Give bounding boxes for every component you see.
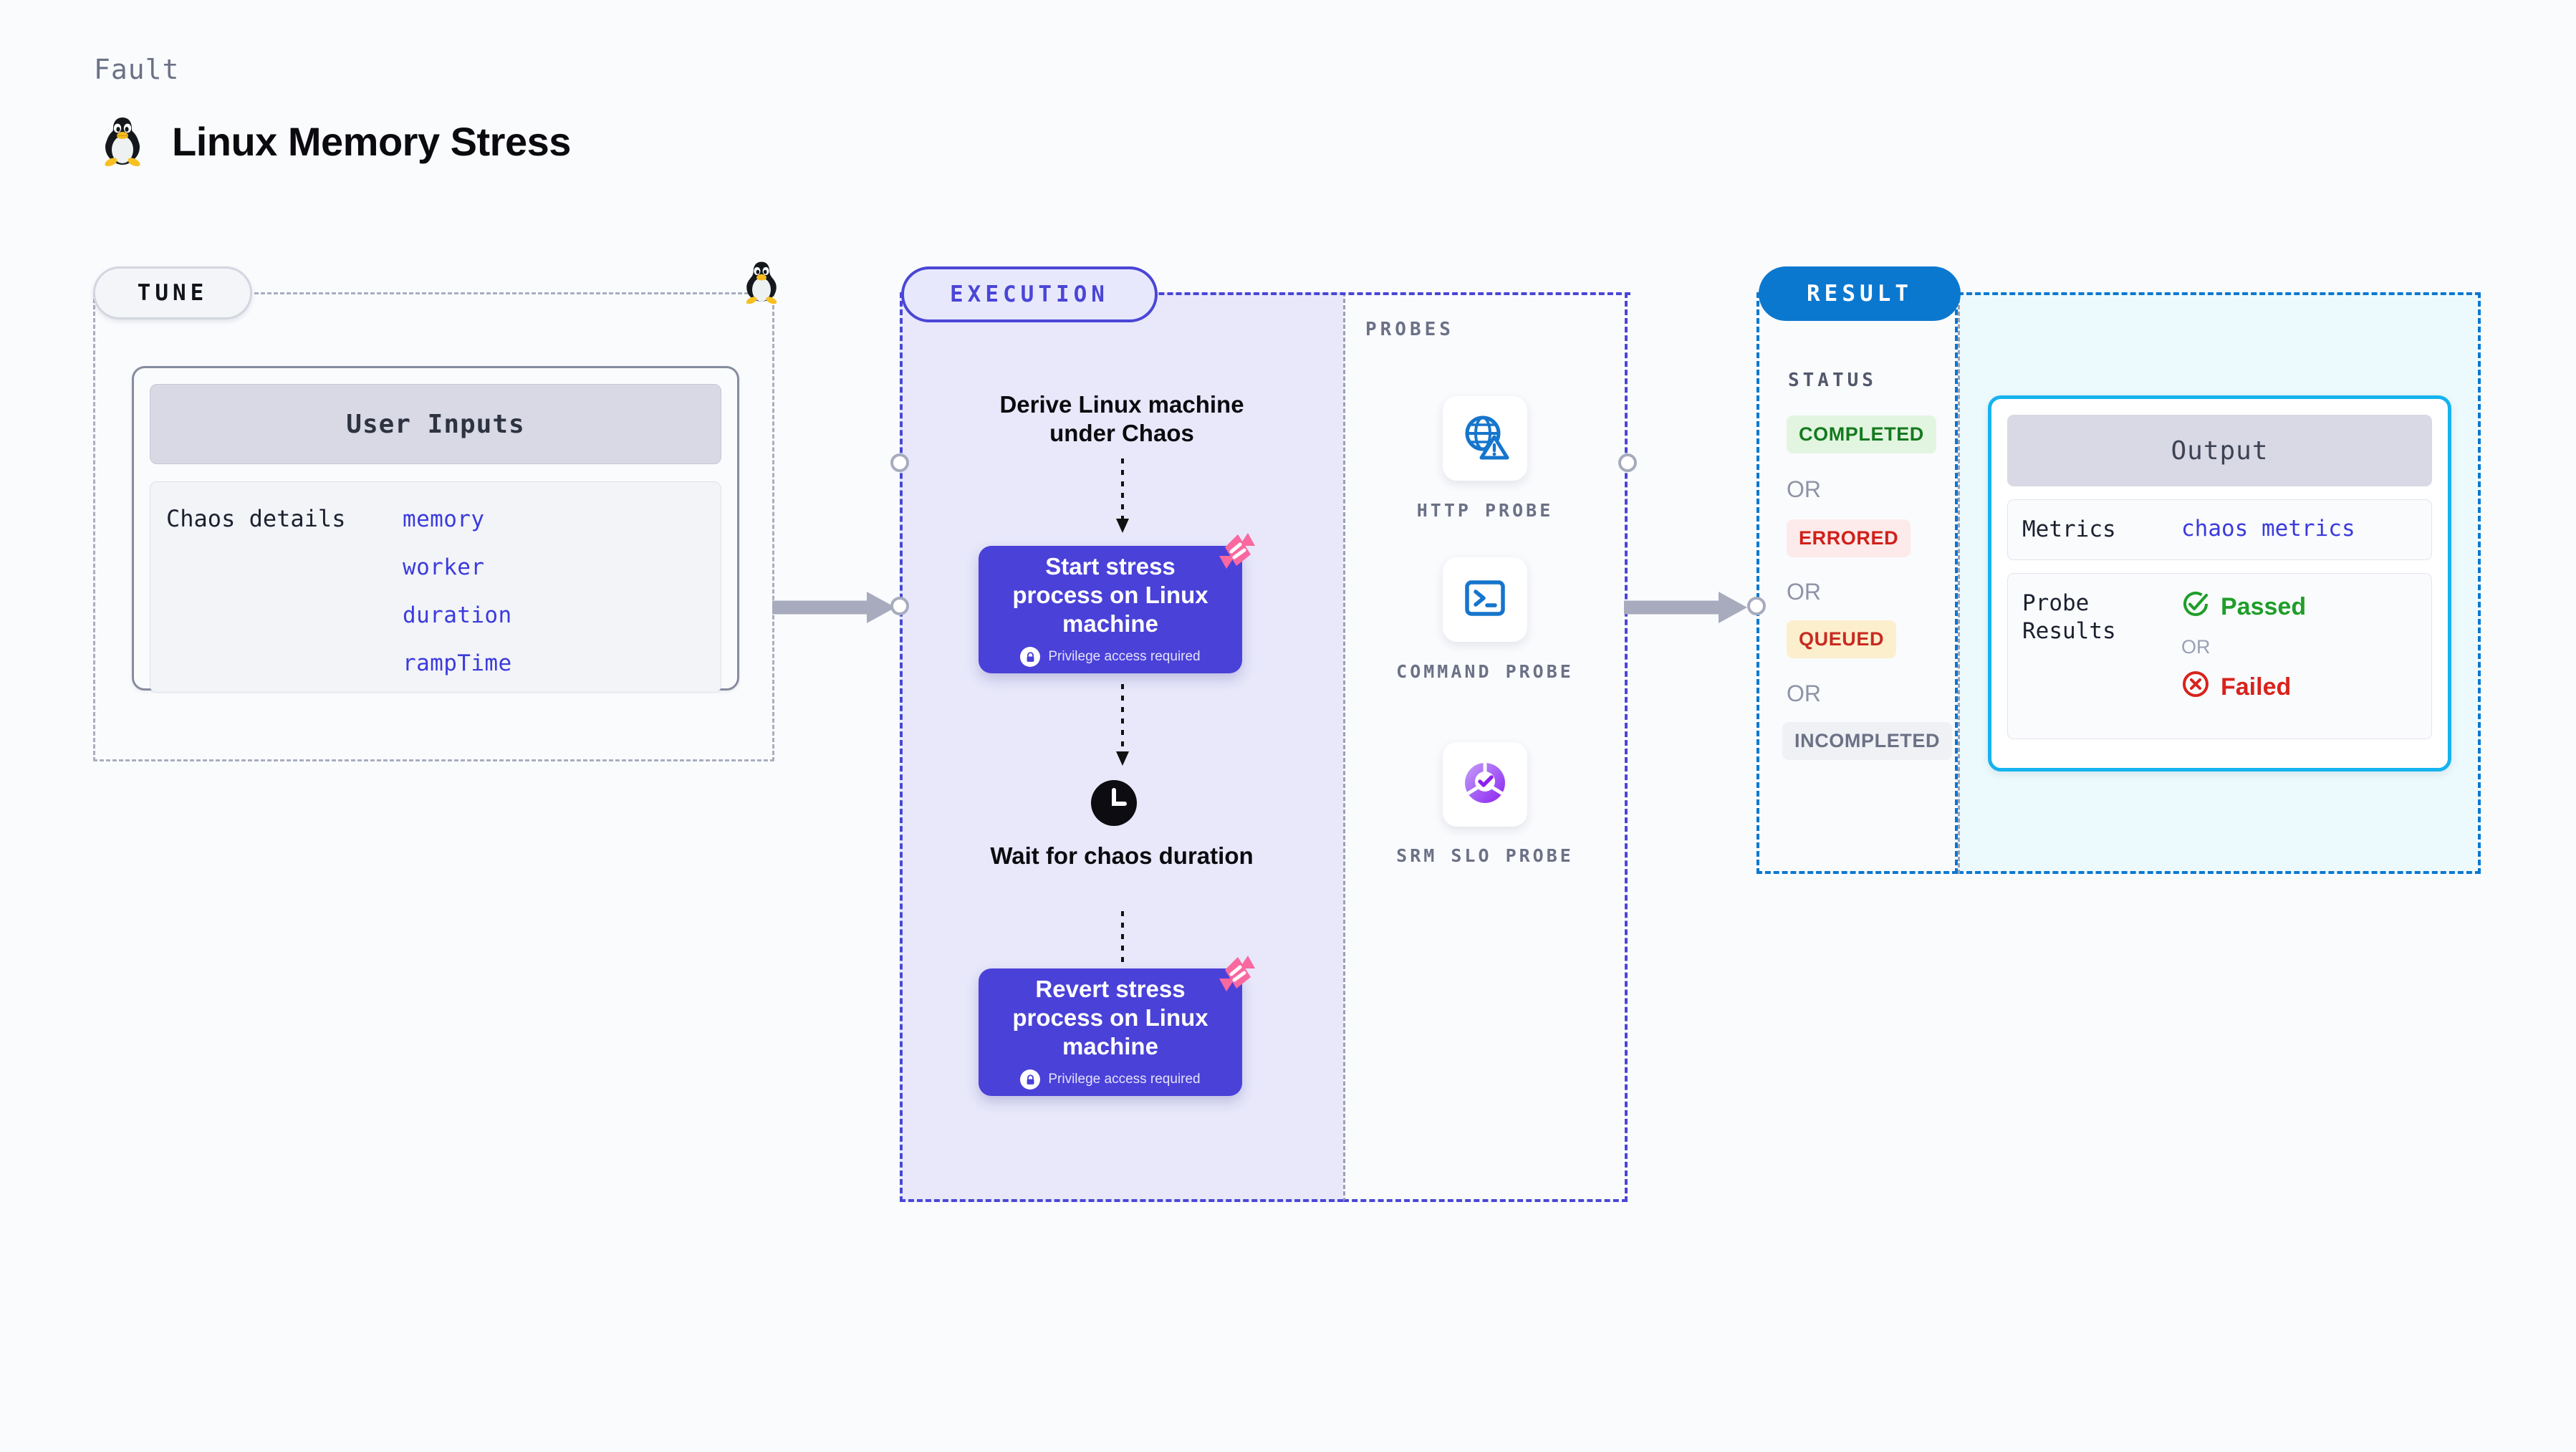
connector-execution-to-result — [1624, 586, 1760, 633]
result-status-panel — [1756, 292, 1958, 874]
flow-arrow-1 — [1103, 458, 1142, 541]
step-derive-linux-machine: Derive Linux machine under Chaos — [999, 391, 1244, 447]
harness-logo-icon — [1216, 953, 1258, 998]
tune-panel: User Inputs Chaos details memory worker … — [93, 292, 774, 761]
param-memory: memory — [403, 506, 485, 532]
metrics-value: chaos metrics — [2181, 516, 2355, 542]
flow-arrow-2 — [1103, 684, 1142, 774]
probe-result-failed: Failed — [2181, 670, 2306, 705]
metrics-label: Metrics — [2022, 516, 2116, 542]
probes-title: PROBES — [1365, 319, 1454, 340]
page-title: Linux Memory Stress — [172, 118, 571, 164]
privilege-note-text: Privilege access required — [1048, 649, 1201, 665]
page-title-row: Linux Memory Stress — [100, 115, 571, 168]
privilege-note: Privilege access required — [1020, 1069, 1201, 1090]
terminal-icon — [1461, 576, 1509, 624]
clock-icon — [1090, 779, 1138, 830]
chaos-details-row: Chaos details memory worker duration ram… — [150, 481, 721, 693]
output-card: Output Metrics chaos metrics Probe Resul… — [1988, 395, 2451, 771]
user-inputs-header: User Inputs — [150, 384, 721, 464]
node-title: Start stress process on Linux machine — [1012, 552, 1208, 638]
step-wait-for-chaos-duration: Wait for chaos duration — [990, 842, 1254, 869]
result-badge[interactable]: RESULT — [1759, 266, 1961, 321]
lock-icon — [1020, 1069, 1041, 1090]
probe-label-command: COMMAND PROBE — [1396, 661, 1574, 682]
tux-penguin-icon — [100, 115, 145, 168]
output-metrics-row: Metrics chaos metrics — [2007, 499, 2432, 560]
output-probe-results-row: Probe Results Passed OR — [2007, 572, 2432, 739]
execution-top-border — [900, 292, 1630, 295]
probe-label-http: HTTP PROBE — [1416, 500, 1554, 521]
result-inner-divider — [1958, 292, 1960, 874]
probe-card-http[interactable] — [1443, 396, 1527, 481]
tux-penguin-marker-icon — [742, 259, 781, 309]
status-or-2: OR — [1787, 579, 1821, 605]
node-title: Revert stress process on Linux machine — [1012, 975, 1208, 1060]
user-inputs-card: User Inputs Chaos details memory worker … — [132, 366, 739, 693]
probe-label-srm-slo: SRM SLO PROBE — [1396, 845, 1574, 866]
tune-badge[interactable]: TUNE — [93, 266, 252, 319]
status-or-3: OR — [1787, 681, 1821, 706]
connector-dot-execution-top — [890, 453, 909, 472]
status-or-1: OR — [1787, 476, 1821, 502]
privilege-note: Privilege access required — [1020, 647, 1201, 668]
connector-dot-execution-in — [890, 597, 909, 615]
probe-results-values: Passed OR Failed — [2181, 590, 2306, 723]
probe-results-label: Probe Results — [2022, 590, 2116, 644]
chaos-details-params: memory worker duration rampTime — [403, 506, 512, 676]
status-badge-queued: QUEUED — [1787, 620, 1897, 658]
step-start-stress-process[interactable]: Start stress process on Linux machine Pr… — [979, 533, 1255, 673]
execution-badge[interactable]: EXECUTION — [901, 266, 1158, 322]
failed-text: Failed — [2221, 673, 2292, 701]
output-header: Output — [2007, 415, 2432, 486]
connector-dot-result-in — [1747, 597, 1766, 615]
connector-dot-probes-out — [1618, 453, 1637, 472]
slo-donut-check-icon — [1459, 757, 1511, 812]
status-badge-completed: COMPLETED — [1787, 415, 1936, 453]
page-kicker: Fault — [94, 54, 180, 85]
probe-result-or: OR — [2181, 635, 2211, 658]
status-title: STATUS — [1788, 370, 1877, 391]
param-ramptime: rampTime — [403, 650, 512, 676]
param-worker: worker — [403, 554, 485, 580]
privilege-note-text: Privilege access required — [1048, 1072, 1201, 1087]
connector-tune-to-execution — [772, 586, 908, 633]
globe-warning-icon — [1459, 411, 1511, 466]
param-duration: duration — [403, 602, 512, 628]
harness-logo-icon — [1216, 530, 1258, 575]
status-badge-incompleted: INCOMPLETED — [1782, 722, 1953, 760]
passed-text: Passed — [2221, 592, 2307, 620]
status-badge-errored: ERRORED — [1787, 519, 1911, 557]
probe-result-passed: Passed — [2181, 590, 2306, 625]
lock-icon — [1020, 647, 1041, 668]
probe-card-srm-slo[interactable] — [1443, 742, 1527, 827]
probe-card-command[interactable] — [1443, 557, 1527, 642]
x-circle-icon — [2181, 670, 2210, 705]
step-revert-stress-process[interactable]: Revert stress process on Linux machine P… — [979, 956, 1255, 1096]
check-circle-icon — [2181, 590, 2210, 625]
chaos-details-label: Chaos details — [166, 505, 346, 532]
